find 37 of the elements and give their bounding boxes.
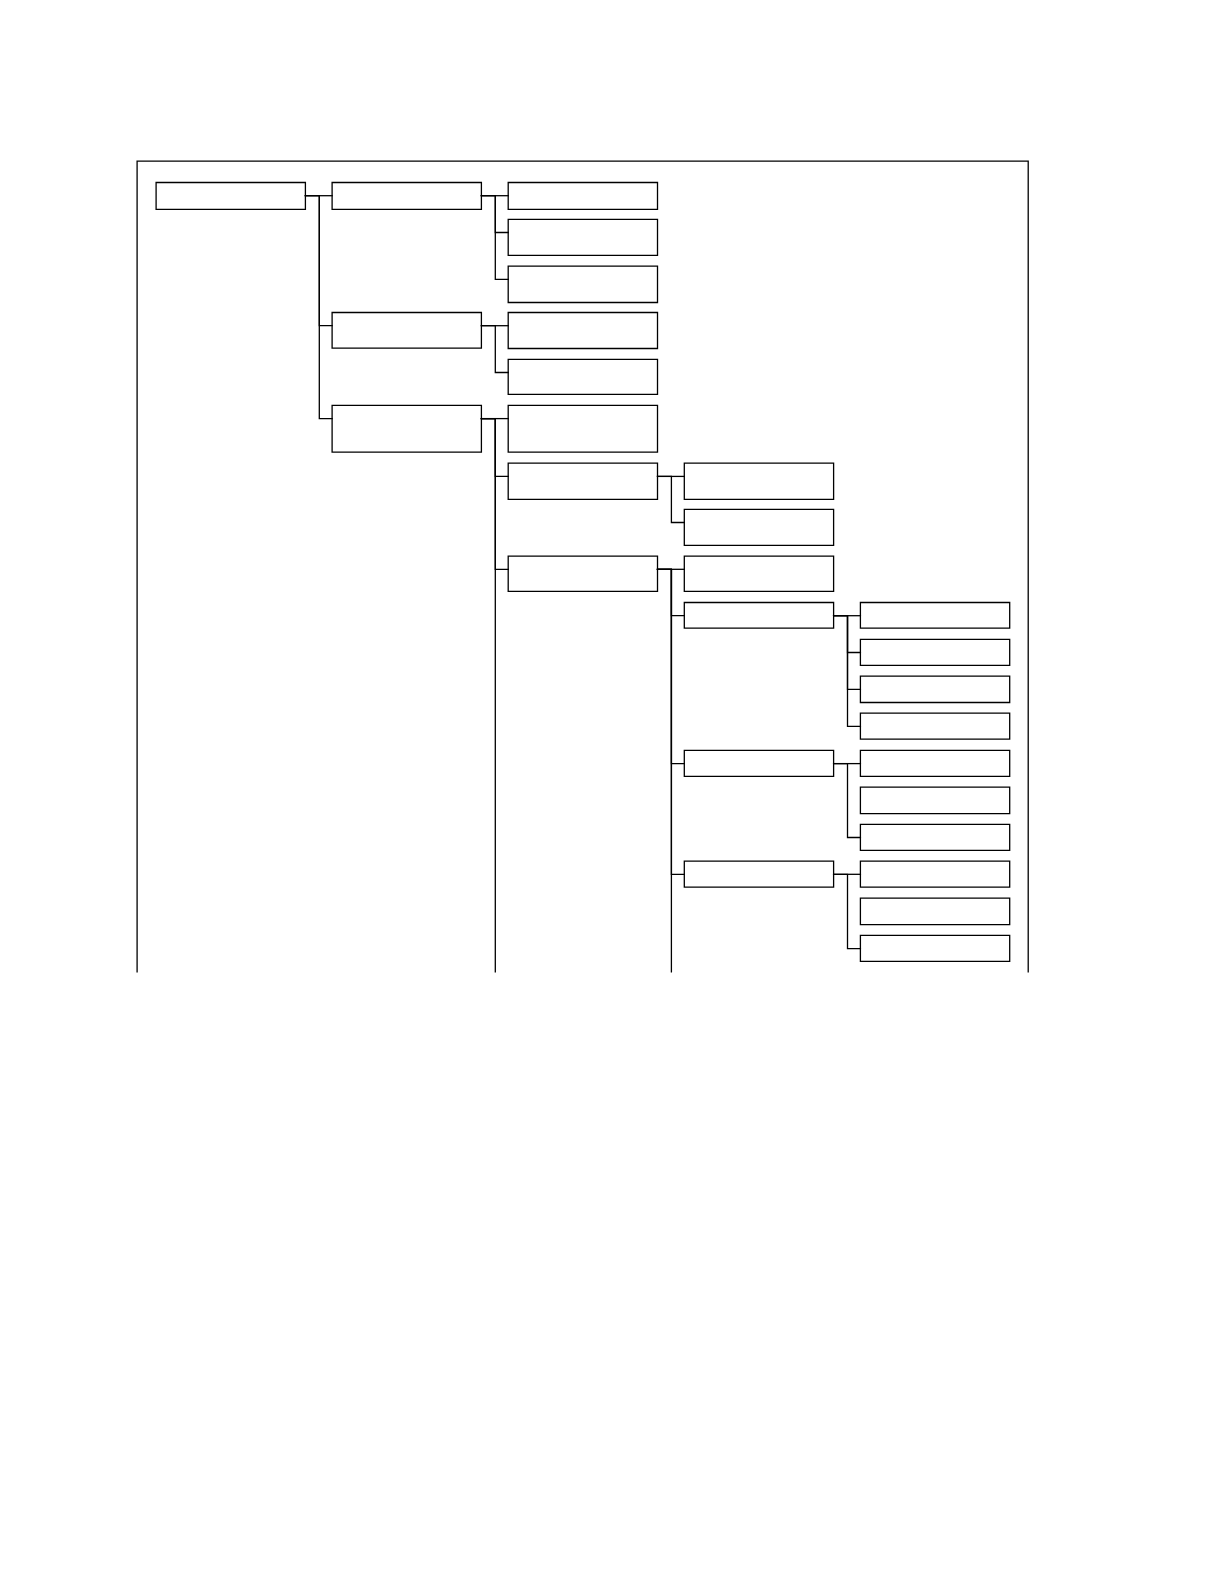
box [859,638,1011,667]
box [507,311,659,350]
box [331,404,483,453]
box [507,462,659,500]
box [859,934,1011,963]
box [683,860,835,888]
box [683,601,835,629]
box [507,181,659,210]
box [859,601,1011,629]
box [859,712,1011,740]
connector-line [832,873,862,950]
box [155,181,307,210]
connector-line [480,325,509,374]
connector-line [656,568,673,973]
box [507,265,659,304]
connector-line [832,762,862,839]
box [507,404,659,453]
box [683,749,835,778]
connector-line [832,615,862,728]
box [683,462,835,500]
box [331,311,483,349]
box [859,897,1011,926]
connector-line [480,417,496,973]
box [859,675,1011,704]
connector-line [480,195,509,280]
box [859,823,1011,852]
box [859,860,1011,888]
box [683,508,835,547]
connector-line [304,195,333,420]
box [507,555,659,593]
connector-line [656,475,685,524]
box [507,358,659,395]
box [683,555,835,593]
box [331,181,483,210]
box [859,749,1011,778]
box [507,218,659,257]
box [859,786,1011,815]
